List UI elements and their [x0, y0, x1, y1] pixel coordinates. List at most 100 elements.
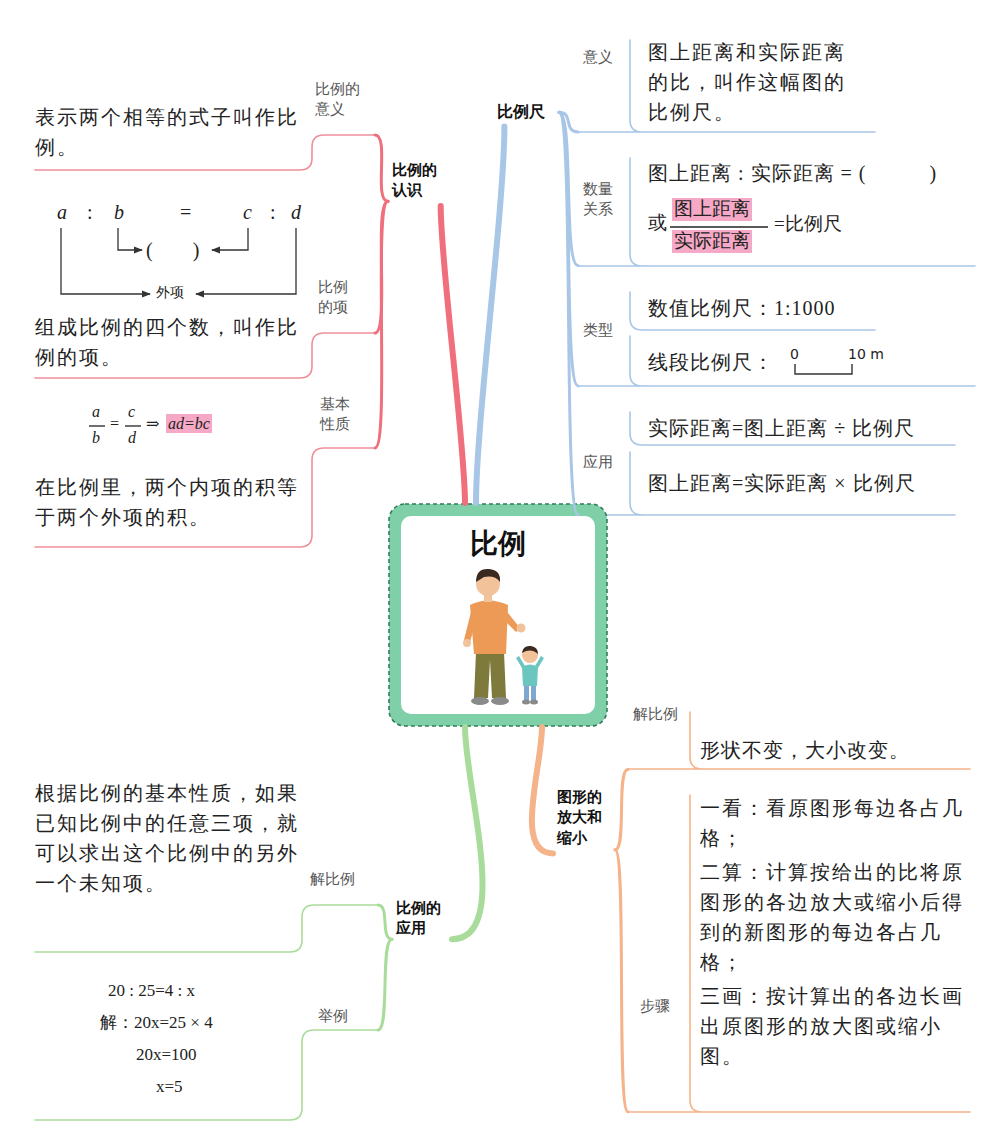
- branch-node: 比例的项组成比例的四个数，叫作比例的项。: [28, 190, 375, 382]
- formula-label: b: [92, 428, 100, 447]
- hand: [463, 639, 471, 647]
- node-text: 20 : 25=4 : x: [108, 980, 195, 1002]
- node-text: 比例尺: [497, 101, 545, 123]
- left-arm: [464, 608, 478, 642]
- branch-label: 意义: [583, 48, 613, 68]
- formula-label: 图上距离: [672, 198, 752, 221]
- node-text: 20x=100: [136, 1044, 197, 1066]
- branch-line: [476, 127, 504, 503]
- node-text: 二算：计算按给出的比将原图形的各边放大或缩小后得到的新图形的每边各占几格；: [700, 857, 970, 977]
- formula-label: =: [180, 200, 191, 224]
- branch-line: [615, 770, 628, 850]
- inner-term-arrow: [118, 228, 142, 250]
- underline: [35, 135, 375, 170]
- branch-line: [441, 206, 465, 503]
- underline: [35, 1030, 378, 1120]
- underline: [35, 905, 378, 952]
- branch-node: 意义 图上距离和实际距离的比，叫作这幅图的比例尺。: [578, 35, 878, 135]
- branch-node: 解比例根据比例的基本性质，如果已知比例中的任意三项，就可以求出这个比例中的另外一…: [28, 775, 378, 955]
- formula-label: :: [270, 200, 276, 224]
- branch-label: 类型: [583, 321, 613, 341]
- branch-node: 比例尺: [497, 98, 559, 127]
- node-text: 表示两个相等的式子叫作比例。: [35, 102, 307, 162]
- shoe: [530, 700, 538, 705]
- frame-outer: [389, 504, 607, 726]
- center-box: 比例: [388, 503, 608, 727]
- node-text: 解：20x=25 × 4: [100, 1012, 213, 1034]
- underline: [628, 795, 970, 1112]
- node-text: 图上距离=实际距离 × 比例尺: [648, 468, 916, 498]
- formula-label: b: [114, 200, 124, 224]
- shirt: [470, 601, 508, 655]
- fraction-bar: [670, 226, 768, 227]
- branch-node: 举例 20 : 25=4 : x 解：20x=25 × 4 20x=100 x=5: [28, 975, 378, 1125]
- node-text: 比例的应用: [396, 898, 446, 939]
- underline: [578, 292, 975, 386]
- formula-label: =比例尺: [774, 213, 842, 236]
- branch-label: 举例: [318, 1007, 348, 1027]
- formula-label: 0: [790, 346, 799, 363]
- formula-label: =: [110, 414, 119, 433]
- hair: [522, 646, 538, 654]
- node-text: 在比例里，两个内项的积等于两个外项的积。: [35, 472, 307, 532]
- branch-node: 图形的放大和缩小: [553, 785, 615, 857]
- outer-term-arrow: [61, 228, 150, 294]
- branch-label: 步骤: [640, 997, 670, 1017]
- branch-line: [378, 905, 392, 939]
- branch-node: 类型数值比例尺：1:1000线段比例尺：: [578, 285, 978, 388]
- formula-label: ⇒: [146, 414, 159, 433]
- node-text: 根据比例的基本性质，如果已知比例中的任意三项，就可以求出这个比例中的另外一个未知…: [35, 778, 303, 898]
- center-frame: [389, 504, 607, 726]
- branch-label: 数量关系: [583, 180, 617, 219]
- node-text: 实际距离=图上距离 ÷ 比例尺: [648, 413, 915, 443]
- underline: [578, 412, 955, 515]
- branch-line: [532, 727, 553, 853]
- fraction-bar: [89, 425, 105, 426]
- formula-label: a: [92, 402, 100, 421]
- formula-label: 10 m: [848, 346, 884, 363]
- node-text: 图上距离 : 实际距离 = ( ): [648, 158, 937, 188]
- node-text: 比例的认识: [392, 160, 442, 201]
- branch-node: 比例的应用: [392, 896, 452, 944]
- fraction-bar: [125, 425, 141, 426]
- branch-label: 比例的意义: [315, 80, 363, 119]
- node-text: 一看：看原图形每边各占几格；: [700, 793, 970, 853]
- shirt: [522, 665, 538, 687]
- formula-label: a: [57, 200, 67, 224]
- branch-line: [559, 112, 578, 515]
- branch-node: 比例的认识: [388, 158, 450, 206]
- underline: [628, 712, 970, 769]
- formula-label: c: [128, 402, 135, 421]
- node-text: 形状不变，大小改变。: [700, 735, 910, 765]
- formula-label: 或: [648, 212, 667, 235]
- node-text: 三画：按计算出的各边长画出原图形的放大图或缩小图。: [700, 981, 970, 1071]
- node-text: 比例: [388, 525, 608, 563]
- shoe: [491, 697, 509, 705]
- branch-line: [615, 850, 628, 1112]
- branch-line: [375, 135, 388, 201]
- branch-label: 比例的项: [318, 278, 353, 317]
- branch-node: 解比例形状不变，大小改变。: [628, 703, 978, 771]
- node-text: 图上距离和实际距离的比，叫作这幅图的比例尺。: [648, 37, 860, 127]
- child-figure: [516, 646, 544, 705]
- formula-label: d: [291, 200, 301, 224]
- formula-label: ad=bc: [166, 414, 212, 433]
- branch-label: 应用: [583, 453, 613, 473]
- branch-label: 解比例: [633, 705, 678, 725]
- outer-term-arrow: [196, 228, 296, 294]
- inner-term-arrow: [212, 228, 248, 250]
- teacher-figure: [463, 569, 526, 705]
- formula-label: 外项: [156, 284, 184, 301]
- branch-node: 数量关系 图上距离 : 实际距离 = ( ): [578, 150, 978, 268]
- branch-line: [375, 201, 388, 448]
- underline: [578, 158, 975, 266]
- trousers: [474, 652, 506, 698]
- node-text: 图形的放大和缩小: [557, 787, 607, 848]
- node-text: 线段比例尺：: [648, 347, 774, 377]
- branch-label: 基本性质: [320, 395, 355, 434]
- scale-bar: [795, 364, 852, 374]
- branch-node: 步骤 一看：看原图形每边各占几格；二算：计算按给出的比将原图形的各边放大或缩小后得…: [628, 785, 978, 1115]
- hand: [517, 624, 526, 633]
- node-text: x=5: [156, 1076, 183, 1098]
